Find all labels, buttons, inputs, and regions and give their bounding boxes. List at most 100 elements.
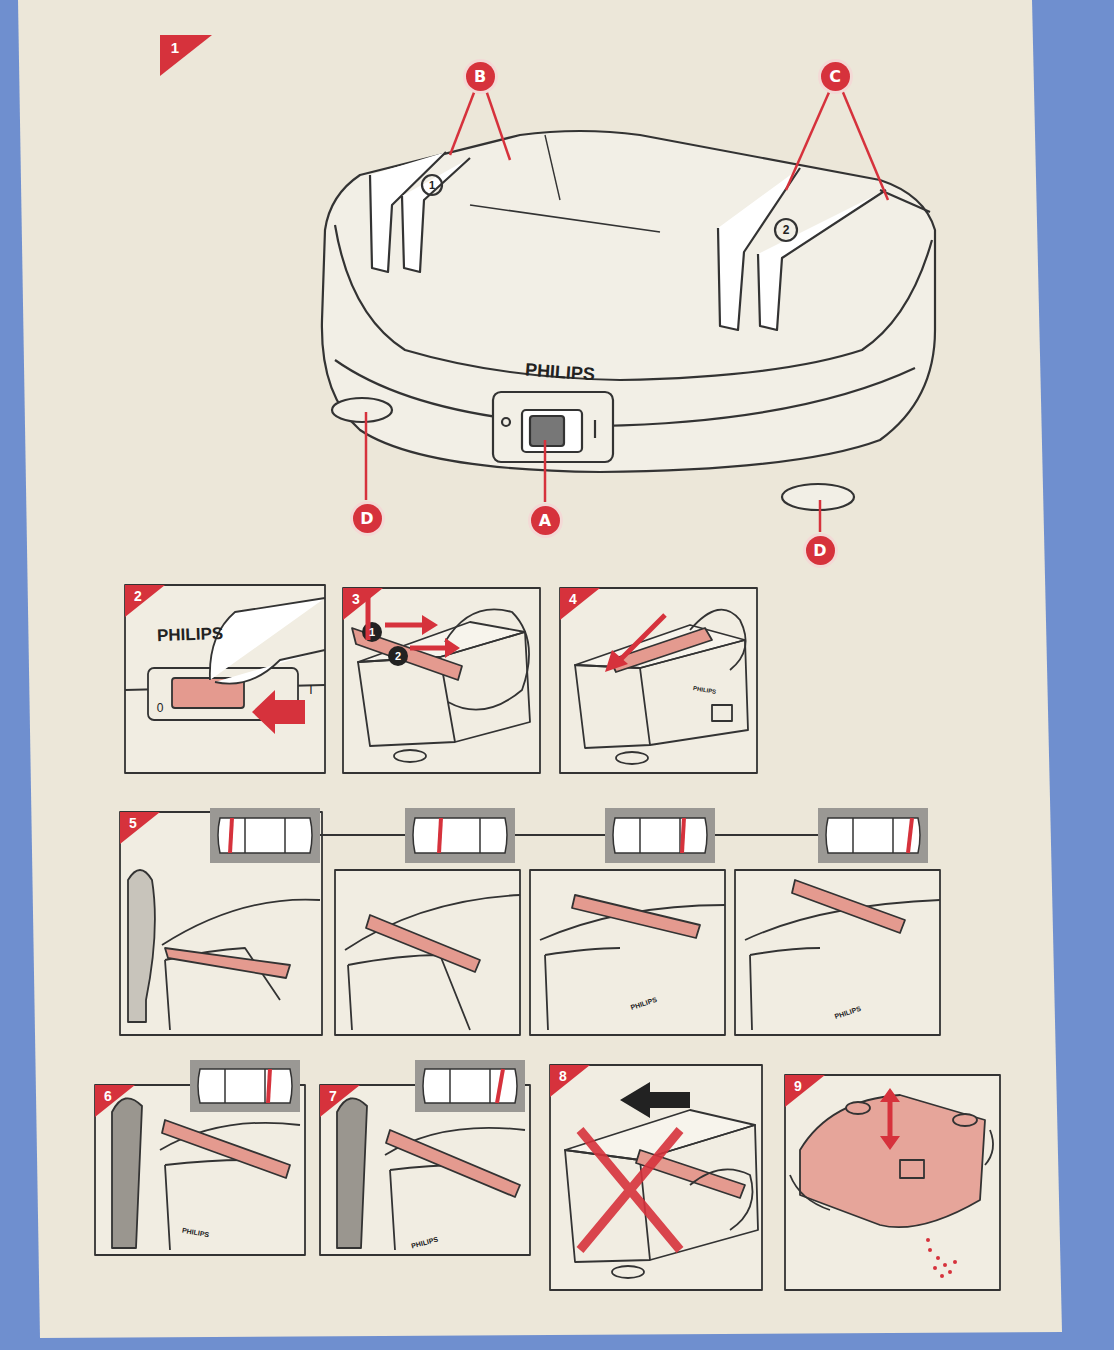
sharpener-drawing-part <box>335 225 932 380</box>
step-panels-part <box>690 1169 753 1230</box>
position-insets-part-part <box>218 818 312 853</box>
leader-lines-part <box>450 90 475 155</box>
leader-lines <box>366 90 888 532</box>
sharpener-drawing-part <box>335 360 915 426</box>
step-panels-part <box>620 1082 690 1118</box>
position-insets-part <box>190 1060 300 1112</box>
step-panels-part <box>112 1098 142 1248</box>
step-panels-part <box>616 752 648 764</box>
paper-sheet <box>18 0 1062 1338</box>
step-panels <box>95 585 1000 1290</box>
position-number: 2 <box>395 651 401 662</box>
step-panels-part <box>615 615 665 665</box>
step-panels-part-part <box>933 1266 937 1270</box>
step-panels-part <box>343 588 540 773</box>
position-insets-part <box>818 808 928 863</box>
sharpener-drawing-part <box>782 484 854 510</box>
step-panels-part <box>120 812 322 1035</box>
step-panels-part <box>362 622 382 642</box>
leader-lines-part <box>786 90 830 190</box>
step-panels-part-part <box>953 1260 957 1264</box>
step-panels-part <box>337 1098 367 1248</box>
position-insets-part-part <box>268 1069 270 1103</box>
step-panels-part <box>125 585 165 617</box>
brand-name: PHILIPS <box>411 1235 439 1249</box>
callout-letter: B <box>474 67 486 86</box>
step-panels-part <box>792 880 905 933</box>
sharpener-drawing-part <box>422 175 442 195</box>
callout-letter-circle: A <box>531 506 560 535</box>
step-number: 5 <box>129 816 137 830</box>
callout-letter: C <box>829 67 841 86</box>
step-panels-part <box>572 895 700 938</box>
step-panels-part <box>712 705 732 721</box>
position-insets-part <box>198 818 920 1103</box>
sharpener-drawing-part <box>160 35 212 76</box>
leader-lines-part <box>365 412 368 500</box>
step-panels-part <box>386 1130 520 1197</box>
leader-lines-part <box>819 500 822 532</box>
step-panels-part <box>530 870 725 1035</box>
step-panels-part <box>550 1065 762 1290</box>
step-panels-part <box>210 598 325 684</box>
step-panels-part <box>320 834 818 836</box>
step-panels-part <box>343 588 383 620</box>
step-panels-part <box>888 1098 893 1140</box>
sharpener-drawing-part <box>530 416 564 446</box>
step-panels-part <box>900 1160 924 1178</box>
position-insets-part-part <box>439 818 441 853</box>
position-insets <box>190 808 928 1112</box>
step-number: 6 <box>104 1089 112 1103</box>
step-panels-part <box>846 1102 870 1114</box>
step-panels-part <box>345 895 520 1030</box>
step-panels-part-part <box>928 1248 932 1252</box>
step-number: 4 <box>569 592 577 606</box>
step-panels-part <box>335 870 520 1035</box>
sharpener-drawing <box>160 35 935 510</box>
step-panels-part <box>394 750 426 762</box>
position-insets-part-part <box>198 1069 292 1103</box>
position-insets-part-part <box>826 818 920 853</box>
callout-letter-circle: D <box>806 536 835 565</box>
step-panels-part <box>550 1065 590 1097</box>
step-panels-part-part <box>940 1274 944 1278</box>
sharpener-drawing-part <box>545 135 560 200</box>
position-insets-part <box>230 818 912 1103</box>
step-panels-part-part <box>948 1270 952 1274</box>
step-panels-part <box>128 870 155 1022</box>
position-insets-part-part <box>908 818 912 853</box>
switch-mark: 0 <box>157 702 164 714</box>
leader-lines-part <box>486 90 510 160</box>
position-insets-part-part <box>682 818 684 853</box>
step-panels-part <box>560 588 757 773</box>
leader-lines-part <box>842 90 888 200</box>
step-panels-part <box>160 1123 300 1250</box>
step-panels-part <box>565 1125 758 1262</box>
position-insets-part <box>210 808 320 863</box>
step-number: 2 <box>134 589 142 603</box>
step-panels-part <box>690 610 746 670</box>
callout-letter-circle: B <box>466 62 495 91</box>
step-panels-part <box>610 628 712 672</box>
step-panels-part <box>785 1075 825 1107</box>
sharpener-drawing-part <box>322 131 935 472</box>
step-number: 3 <box>352 592 360 606</box>
step-panels-part <box>162 1120 290 1178</box>
step-panels-part <box>605 650 628 672</box>
sharpener-drawing-part <box>522 410 582 452</box>
leader-lines-part <box>544 440 547 502</box>
step-panels-part <box>252 690 305 734</box>
step-panels-part-part <box>926 1238 930 1242</box>
switch-mark: I <box>309 684 312 696</box>
step-panels-part <box>366 915 480 972</box>
brand-name: PHILIPS <box>157 624 224 643</box>
position-insets-part <box>405 808 515 863</box>
slot-number: 1 <box>429 180 435 191</box>
step-panels-part <box>385 1128 525 1250</box>
step-panels-part <box>445 609 529 709</box>
step-number: 8 <box>559 1069 567 1083</box>
brand-name: PHILIPS <box>524 361 595 384</box>
sharpener-drawing-part <box>502 418 510 426</box>
step-panels-part <box>422 615 460 658</box>
